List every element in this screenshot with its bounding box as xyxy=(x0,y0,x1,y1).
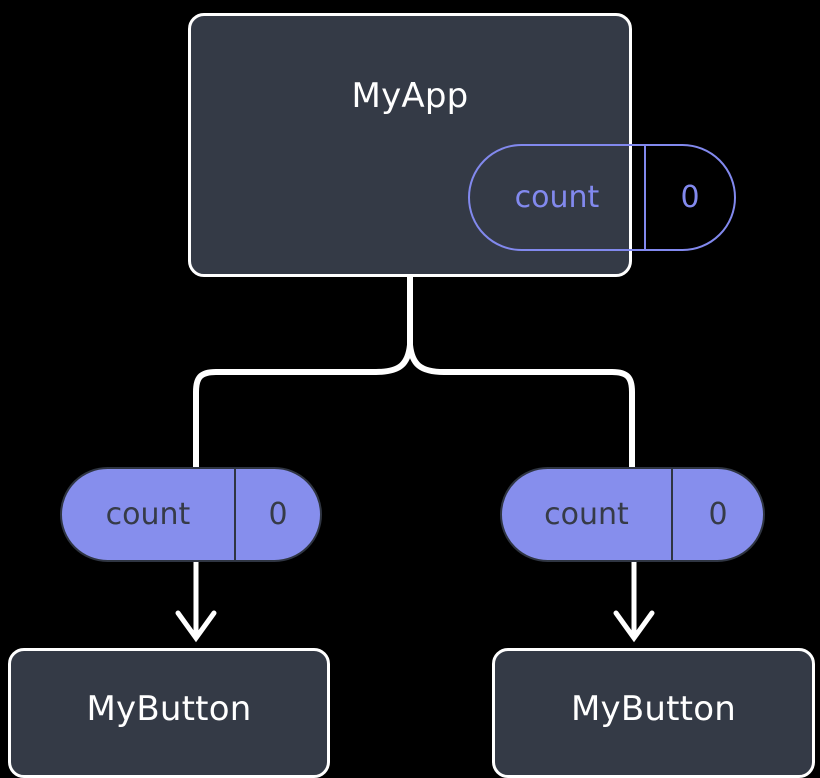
state-pill-child-1-count[interactable]: count 0 xyxy=(500,467,765,562)
component-node-mybutton-left[interactable]: MyButton xyxy=(8,648,330,778)
connector-branch-left xyxy=(193,344,413,470)
state-pill-child-0-count[interactable]: count 0 xyxy=(60,467,322,562)
component-label-myapp: MyApp xyxy=(351,76,469,116)
arrow-head-right-icon xyxy=(613,610,655,643)
state-key-label: count xyxy=(105,496,191,532)
state-pill-myapp-count[interactable]: count 0 xyxy=(468,144,736,251)
state-key-label: count xyxy=(544,496,629,532)
connector-branch-right xyxy=(407,344,635,470)
state-value-label: 0 xyxy=(671,469,763,560)
state-value-label: 0 xyxy=(234,469,320,560)
component-node-myapp[interactable]: MyApp count 0 xyxy=(188,13,736,277)
arrow-head-left-icon xyxy=(175,610,217,643)
component-label-mybutton-left: MyButton xyxy=(86,689,252,729)
component-label-mybutton-right: MyButton xyxy=(571,689,736,729)
state-key-label: count xyxy=(514,179,600,215)
state-value-label: 0 xyxy=(644,146,734,249)
component-node-mybutton-right[interactable]: MyButton xyxy=(492,648,815,778)
